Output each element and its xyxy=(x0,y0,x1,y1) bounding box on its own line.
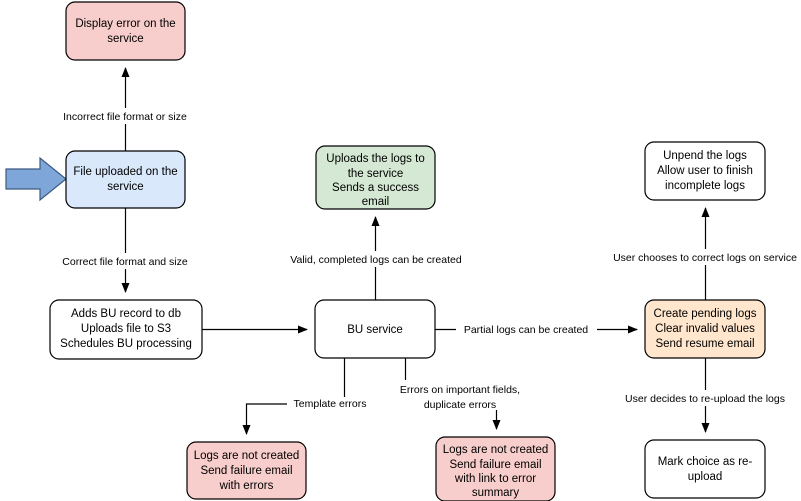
node-unpend-logs-line3: incomplete logs xyxy=(665,180,745,192)
edge-template-errors: Template errors xyxy=(242,358,373,435)
node-mark-choice-as-reupload-line1: Mark choice as re- xyxy=(658,456,753,468)
node-logs-not-created-with-errors-line2: Send failure email xyxy=(200,465,292,477)
node-unpend-logs-line2: Allow user to finish xyxy=(657,165,753,177)
node-adds-bu-record[interactable]: Adds BU record to db Uploads file to S3 … xyxy=(49,299,203,360)
node-bu-service-label: BU service xyxy=(347,324,403,336)
node-file-uploaded-shape[interactable] xyxy=(65,150,186,209)
edge-label-template-errors: Template errors xyxy=(294,398,367,410)
edge-label-background xyxy=(55,108,196,124)
block-arrow-entry xyxy=(5,156,67,202)
node-adds-bu-record-line1: Adds BU record to db xyxy=(71,308,181,320)
node-logs-not-created-error-summary[interactable]: Logs are not created Send failure email … xyxy=(435,436,556,501)
edge-label-errors-important-fields-line1: Errors on important fields, xyxy=(400,384,520,396)
node-create-pending-logs-line2: Clear invalid values xyxy=(655,323,755,335)
edge-label-background xyxy=(285,251,467,267)
node-create-pending-logs-line3: Send resume email xyxy=(655,338,754,350)
node-display-error[interactable]: Display error on the service xyxy=(65,1,186,61)
node-uploads-logs-line2: the service xyxy=(348,168,404,180)
node-file-uploaded[interactable]: File uploaded on the service xyxy=(65,150,186,209)
node-file-uploaded-line1: File uploaded on the xyxy=(73,166,177,178)
node-create-pending-logs[interactable]: Create pending logs Clear invalid values… xyxy=(644,299,766,359)
node-unpend-logs[interactable]: Unpend the logs Allow user to finish inc… xyxy=(644,141,766,201)
edge-user-decides-reupload: User decides to re-upload the logs xyxy=(619,358,791,433)
edge-errors-important-fields: Errors on important fields, duplicate er… xyxy=(392,358,529,430)
edge-label-background xyxy=(619,390,791,406)
node-logs-not-created-with-errors[interactable]: Logs are not created Send failure email … xyxy=(186,441,307,500)
edge-partial-logs: Partial logs can be created xyxy=(435,322,638,338)
edge-label-background xyxy=(287,397,373,412)
edge-user-chooses-correct-logs: User chooses to correct logs on service xyxy=(608,207,801,300)
edge-label-errors-important-fields-line2: duplicate errors xyxy=(424,399,496,411)
edge-valid-completed-logs: Valid, completed logs can be created xyxy=(285,216,467,300)
node-display-error-line1: Display error on the xyxy=(75,18,175,30)
edge-label-background xyxy=(456,322,597,338)
node-logs-not-created-error-summary-line3: with link to error xyxy=(454,473,536,485)
node-adds-bu-record-shape[interactable] xyxy=(49,299,203,360)
edge-label-incorrect-file-format: Incorrect file format or size xyxy=(63,111,187,123)
node-uploads-logs-line1: Uploads the logs to xyxy=(326,153,424,165)
edge-incorrect-file-format: Incorrect file format or size xyxy=(55,67,196,151)
node-uploads-logs-line3: Sends a success xyxy=(332,182,419,194)
edge-label-user-chooses-correct-logs: User chooses to correct logs on service xyxy=(613,252,797,264)
node-adds-bu-record-line2: Uploads file to S3 xyxy=(81,323,171,335)
node-bu-service-shape[interactable] xyxy=(314,299,436,359)
node-uploads-logs-line4: email xyxy=(362,196,389,208)
node-create-pending-logs-line1: Create pending logs xyxy=(654,308,757,320)
edge-label-background xyxy=(56,253,195,269)
node-logs-not-created-error-summary-line4: summary xyxy=(472,487,520,499)
node-mark-choice-as-reupload-line2: upload xyxy=(688,471,723,483)
edge-label-background xyxy=(392,380,529,410)
node-create-pending-logs-shape[interactable] xyxy=(644,299,766,359)
node-display-error-line2: service xyxy=(107,33,143,45)
node-adds-bu-record-line3: Schedules BU processing xyxy=(60,338,192,350)
node-mark-choice-as-reupload[interactable]: Mark choice as re- upload xyxy=(644,439,766,499)
edge-label-valid-completed-logs: Valid, completed logs can be created xyxy=(290,254,462,266)
node-mark-choice-as-reupload-shape[interactable] xyxy=(644,439,766,499)
node-uploads-logs-shape[interactable] xyxy=(315,145,436,210)
node-logs-not-created-error-summary-shape[interactable] xyxy=(435,436,556,501)
node-display-error-shape[interactable] xyxy=(65,1,186,61)
edge-label-user-decides-reupload: User decides to re-upload the logs xyxy=(625,393,785,405)
node-unpend-logs-line1: Unpend the logs xyxy=(663,150,747,162)
node-logs-not-created-error-summary-line1: Logs are not created xyxy=(443,444,549,456)
node-unpend-logs-shape[interactable] xyxy=(644,141,766,201)
edge-label-partial-logs: Partial logs can be created xyxy=(464,324,588,336)
node-bu-service[interactable]: BU service xyxy=(314,299,436,359)
edge-label-correct-file-format: Correct file format and size xyxy=(62,256,188,268)
edge-label-background xyxy=(608,249,801,265)
node-logs-not-created-with-errors-shape[interactable] xyxy=(186,441,307,500)
node-logs-not-created-error-summary-line2: Send failure email xyxy=(449,459,541,471)
node-logs-not-created-with-errors-line1: Logs are not created xyxy=(194,450,300,462)
node-file-uploaded-line2: service xyxy=(107,181,143,193)
edge-correct-file-format: Correct file format and size xyxy=(56,208,195,293)
node-uploads-logs[interactable]: Uploads the logs to the service Sends a … xyxy=(315,145,436,210)
node-logs-not-created-with-errors-line3: with errors xyxy=(219,480,274,492)
